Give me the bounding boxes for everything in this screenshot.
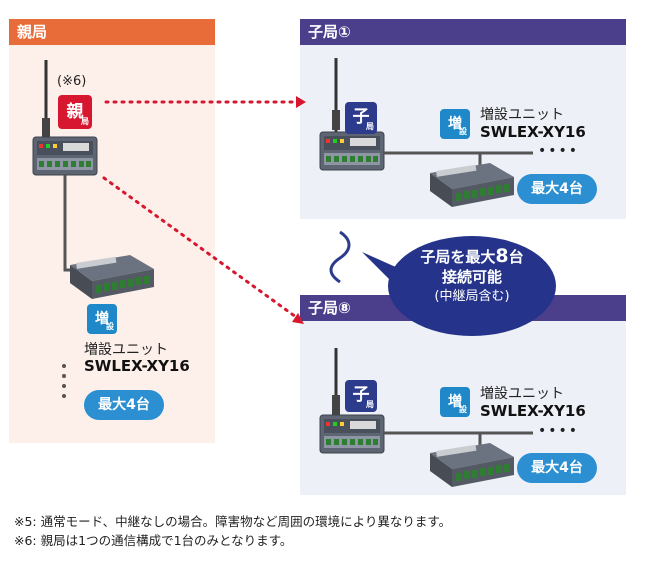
footnote-6: ※6: 親局は1つの通信構成で1台のみとなります。 (14, 533, 293, 548)
child8-more-dots: •••• (538, 423, 580, 439)
parent-expansion-unit-icon (70, 255, 154, 299)
parent-max-units-badge: 最大4台 (84, 390, 164, 420)
child1-station-title: 子局① (308, 23, 351, 41)
child8-badge: 子 局 (345, 380, 377, 412)
child1-antenna-icon (332, 58, 340, 132)
child8-model-label: SWLEX-XY16 (480, 402, 586, 420)
callout-text: 子局を最大8台 接続可能 (中継局含む) (398, 246, 546, 307)
child1-expansion-badge-sub: 設 (459, 127, 467, 136)
callout-line3: (中継局含む) (434, 289, 510, 304)
child8-expansion-label: 増設ユニット (480, 386, 564, 402)
child8-expansion-badge-sub: 設 (459, 405, 467, 414)
child1-model-label: SWLEX-XY16 (480, 123, 586, 141)
callout-line1-prefix: 子局を最大 (420, 248, 496, 266)
parent-expansion-label: 増設ユニット (84, 342, 168, 358)
child8-expansion-badge-main: 増 (448, 394, 462, 410)
child1-badge: 子 局 (345, 102, 377, 134)
wave-break-icon (329, 230, 351, 284)
child8-badge-sub: 局 (366, 400, 374, 409)
child1-expansion-badge-main: 増 (448, 116, 462, 132)
parent-expansion-badge: 増 設 (87, 304, 117, 334)
wireless-link-to-child1 (104, 96, 306, 108)
child8-expansion-badge: 増 設 (440, 387, 470, 417)
parent-station-title: 親局 (17, 23, 48, 41)
child8-expansion-unit-icon (430, 443, 514, 487)
callout-bubble-shape (362, 236, 556, 336)
parent-badge-main: 親 (66, 102, 84, 122)
parent-cable-line (63, 175, 88, 272)
parent-note-ref: (※6) (57, 74, 87, 89)
parent-station-header: 親局 (9, 19, 215, 45)
callout-line1-suffix: 台 (508, 248, 524, 266)
child8-station-device-icon (319, 414, 385, 454)
parent-vertical-dots-icon (62, 364, 66, 398)
parent-expansion-badge-sub: 設 (106, 322, 114, 331)
parent-station-device-icon (32, 136, 98, 176)
child1-badge-sub: 局 (366, 122, 374, 131)
child1-station-device-icon (319, 131, 385, 171)
footnote-5: ※5: 通常モード、中継なしの場合。障害物など周囲の環境により異なります。 (14, 514, 452, 529)
parent-badge: 親 局 (58, 95, 92, 129)
child1-expansion-badge: 増 設 (440, 109, 470, 139)
child1-more-dots: •••• (538, 143, 580, 159)
child8-station-title: 子局⑧ (308, 299, 351, 317)
parent-station-panel (9, 19, 215, 443)
callout-line2: 接続可能 (441, 268, 502, 286)
child1-expansion-label: 増設ユニット (480, 107, 564, 123)
callout-line1-number: 8 (495, 245, 509, 267)
callout-line1: 子局を最大8台 (398, 246, 546, 267)
child8-max-units-badge: 最大4台 (517, 453, 597, 483)
child8-antenna-icon (332, 348, 340, 415)
parent-badge-sub: 局 (81, 117, 89, 126)
child1-max-units-badge: 最大4台 (517, 174, 597, 204)
parent-expansion-badge-main: 増 (95, 311, 109, 327)
child1-badge-main: 子 (352, 107, 370, 127)
child1-expansion-unit-icon (430, 163, 514, 207)
wireless-link-to-child8 (102, 176, 304, 324)
parent-model-label: SWLEX-XY16 (84, 357, 190, 375)
parent-antenna-icon (42, 60, 50, 140)
child1-station-header: 子局① (300, 19, 626, 45)
child8-badge-main: 子 (352, 385, 370, 405)
